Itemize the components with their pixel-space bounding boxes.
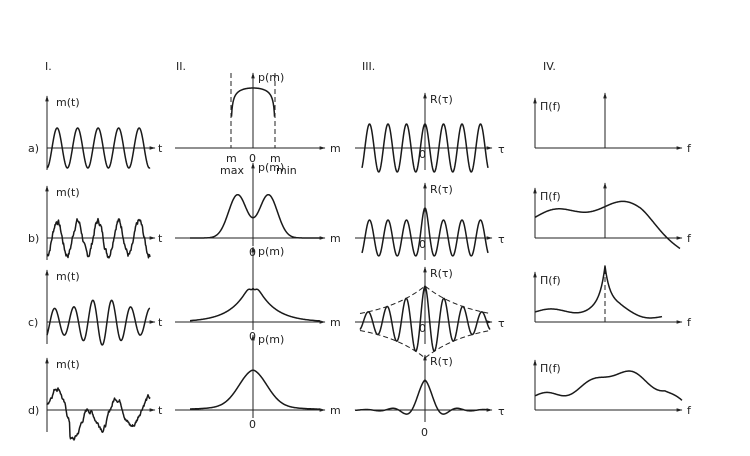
origin-label: 0 (421, 426, 428, 439)
p-m-label: p(m) (258, 161, 284, 174)
gaussian-density (189, 369, 321, 410)
m-label: m (330, 142, 341, 155)
row-label: c) (28, 316, 38, 329)
plots-grid: a)m(t)tp(m)mR(τ)τ0Π(f)fb)m(t)tp(m)m0R(τ)… (28, 71, 692, 441)
origin-label: 0 (419, 238, 426, 251)
f-label: f (687, 404, 692, 417)
sinc-autocorrelation (354, 379, 491, 415)
m-max-sub: max (220, 164, 244, 177)
lower-envelope (359, 330, 491, 359)
origin-label: 0 (419, 148, 426, 161)
origin-label: 0 (249, 152, 256, 165)
tau-label: τ (498, 233, 505, 246)
m-label: m (330, 404, 341, 417)
p-m-label: p(m) (258, 71, 284, 84)
narrowband-noise (46, 299, 151, 346)
t-label: t (158, 404, 163, 417)
row-label: b) (28, 232, 39, 245)
pi-f-label: Π(f) (540, 100, 561, 113)
peaked-density (189, 287, 321, 322)
p-m-label: p(m) (258, 333, 284, 346)
tau-label: τ (498, 317, 505, 330)
r-tau-label: R(τ) (430, 355, 453, 368)
f-label: f (687, 316, 692, 329)
r-tau-label: R(τ) (430, 93, 453, 106)
f-label: f (687, 142, 692, 155)
autocorrelation-cosine (361, 123, 489, 173)
m-t-label: m(t) (56, 270, 80, 283)
bimodal-density (189, 193, 321, 239)
m-min-label: m (270, 152, 281, 165)
narrowband-spectrum (534, 265, 663, 319)
sine-wave (46, 127, 151, 169)
t-label: t (158, 232, 163, 245)
row-label: d) (28, 404, 39, 417)
r-tau-label: R(τ) (430, 267, 453, 280)
column-numeral-4: IV. (543, 60, 556, 73)
noisy-sine-wave (46, 217, 151, 259)
m-t-label: m(t) (56, 186, 80, 199)
autocorrelation-cosine-spike (361, 207, 489, 257)
wideband-noise (46, 387, 151, 441)
pi-f-label: Π(f) (540, 362, 561, 375)
r-tau-label: R(τ) (430, 183, 453, 196)
m-max-label: m (226, 152, 237, 165)
m-t-label: m(t) (56, 358, 80, 371)
column-numeral-2: II. (176, 60, 186, 73)
row-label: a) (28, 142, 39, 155)
upper-envelope (359, 285, 491, 314)
m-label: m (330, 232, 341, 245)
origin-label: 0 (249, 418, 256, 431)
tau-label: τ (498, 405, 505, 418)
f-label: f (687, 232, 692, 245)
column-numeral-1: I. (45, 60, 52, 73)
origin-label: 0 (419, 322, 426, 335)
arcsine-density (230, 87, 276, 117)
wideband-spectrum (534, 370, 683, 401)
m-min-sub: min (276, 164, 297, 177)
t-label: t (158, 316, 163, 329)
m-label: m (330, 316, 341, 329)
t-label: t (158, 142, 163, 155)
continuous-spectrum (534, 200, 681, 250)
p-m-label: p(m) (258, 245, 284, 258)
pi-f-label: Π(f) (540, 274, 561, 287)
column-numeral-3: III. (362, 60, 375, 73)
tau-label: τ (498, 143, 505, 156)
m-t-label: m(t) (56, 96, 80, 109)
pi-f-label: Π(f) (540, 190, 561, 203)
damped-autocorrelation (359, 285, 491, 352)
